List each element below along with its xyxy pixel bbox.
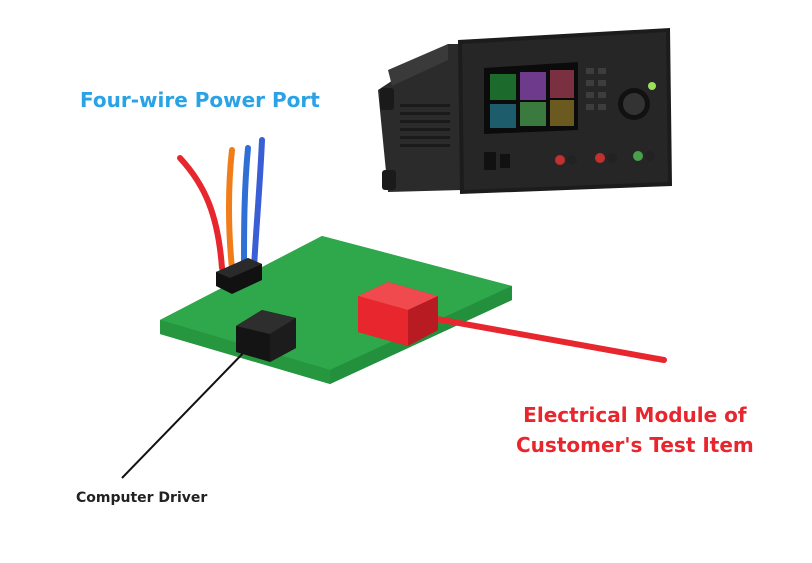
computer-driver-label: Computer Driver	[76, 490, 208, 506]
module-pointer-line	[417, 313, 667, 363]
wire-blue	[241, 145, 251, 271]
wire-red	[177, 155, 225, 271]
circuit-board	[160, 236, 512, 384]
module-label-line2: Customer's Test Item	[516, 433, 754, 457]
power-connector	[216, 258, 262, 294]
module-label: Electrical Module of Customer's Test Ite…	[516, 400, 754, 460]
wire-dark-blue	[251, 137, 265, 271]
four-wire-bundle	[177, 137, 265, 271]
power-port-label: Four-wire Power Port	[80, 88, 320, 112]
computer-driver-block	[236, 310, 296, 362]
electrical-module-block	[358, 282, 438, 346]
power-supply-instrument-icon	[378, 28, 672, 194]
wire-orange	[226, 147, 235, 271]
module-label-line1: Electrical Module of	[523, 403, 747, 427]
driver-pointer-line	[121, 345, 251, 479]
